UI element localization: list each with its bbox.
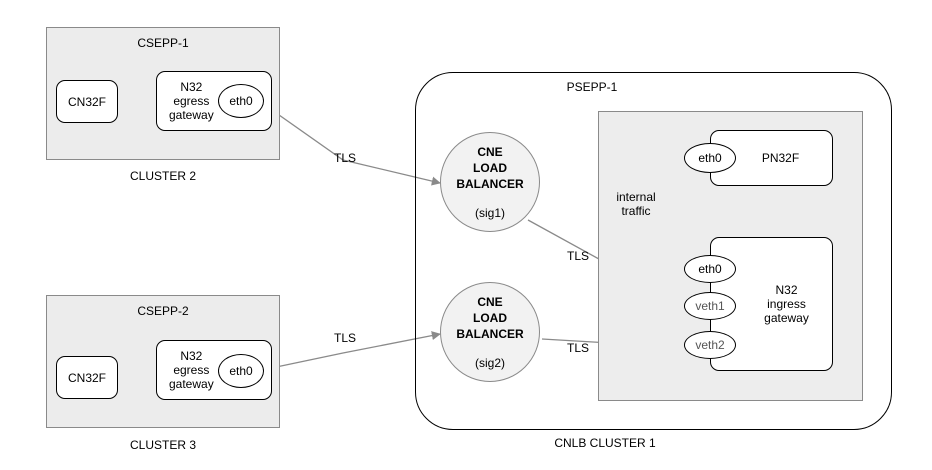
- load-balancer-sig1-title: CNE LOAD BALANCER: [456, 145, 524, 191]
- pn32f-eth0-port: eth0: [684, 143, 736, 173]
- eth0-port-c2: eth0: [218, 84, 264, 118]
- cn32f-node-c2: CN32F: [56, 80, 118, 123]
- tls-link-c3-to-lb2: [261, 331, 441, 371]
- tls-link-c2-to-lb1: [261, 102, 441, 186]
- pn32f-label: PN32F: [761, 151, 800, 165]
- tls-label-lb2: TLS: [566, 341, 589, 355]
- psepp-1-label: PSEPP-1: [566, 80, 618, 94]
- tls-label-c2: TLS: [333, 151, 356, 165]
- ingress-veth1-port: veth1: [684, 292, 736, 320]
- psepp-1-box: [415, 72, 892, 430]
- internal-traffic-label: internal traffic: [614, 190, 658, 218]
- load-balancer-sig2-title: CNE LOAD BALANCER: [456, 295, 524, 341]
- load-balancer-sig1: CNE LOAD BALANCER (sig1): [440, 132, 540, 232]
- cnlb-cluster-1-caption: CNLB CLUSTER 1: [554, 436, 656, 450]
- load-balancer-sig1-sub: (sig1): [474, 206, 505, 220]
- csepp-2-label: CSEPP-2: [137, 304, 189, 318]
- eth0-port-c3: eth0: [218, 354, 264, 388]
- ingress-gateway-label: N32 ingress gateway: [764, 283, 809, 325]
- gateway-label-c3: N32 egress gateway: [169, 349, 214, 391]
- ingress-eth0-port: eth0: [684, 255, 736, 283]
- load-balancer-sig2: CNE LOAD BALANCER (sig2): [440, 282, 540, 382]
- n32-egress-gateway-c2: N32 egress gateway: [156, 71, 272, 131]
- tls-label-c3: TLS: [333, 331, 356, 345]
- ingress-veth2-port: veth2: [684, 331, 736, 359]
- tls-label-lb1: TLS: [566, 249, 589, 263]
- cluster-3-caption: CLUSTER 3: [129, 438, 197, 452]
- cluster-2-caption: CLUSTER 2: [129, 169, 197, 183]
- gateway-label-c2: N32 egress gateway: [169, 80, 214, 122]
- csepp-1-label: CSEPP-1: [137, 36, 189, 50]
- cn32f-node-c3: CN32F: [56, 356, 118, 399]
- pn32f-node: PN32F: [710, 130, 833, 186]
- load-balancer-sig2-sub: (sig2): [474, 356, 505, 370]
